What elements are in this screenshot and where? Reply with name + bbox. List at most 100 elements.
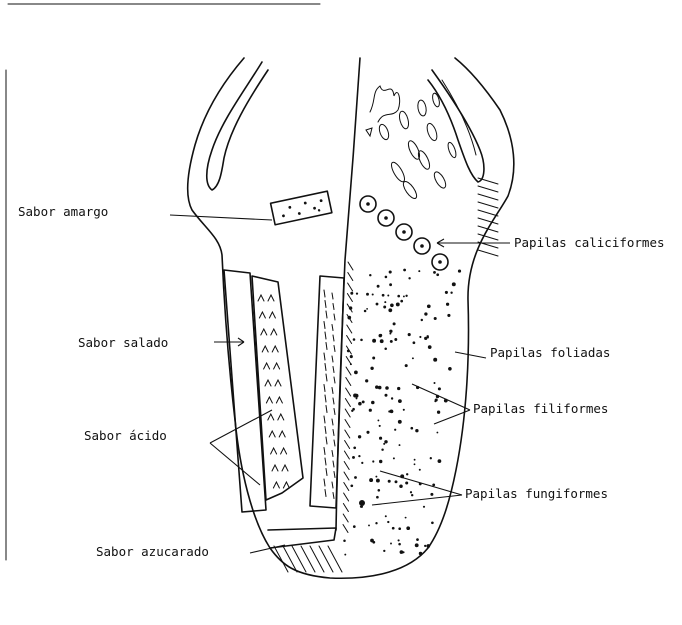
papilla-dot [406, 473, 408, 475]
azucarado-hatch-line [310, 546, 324, 572]
acido-mark [272, 465, 278, 471]
azucarado-hatch-line [301, 546, 315, 572]
papilla-dot [397, 295, 400, 298]
papilla-dot [378, 386, 382, 390]
papilla-dot [371, 401, 375, 405]
papilla-dot [379, 437, 382, 440]
papilla-dot [434, 317, 437, 320]
foliate-oval [446, 141, 457, 158]
caliciform-center [420, 244, 424, 248]
papilla-dot [383, 306, 386, 309]
papilla-dot [350, 484, 353, 487]
papilla-dot [447, 314, 450, 317]
left-flap-inner [207, 62, 268, 190]
papilla-dot [408, 333, 411, 336]
papilla-dot [376, 496, 379, 499]
papilla-dot [380, 334, 383, 337]
posterior-marker [366, 128, 372, 136]
papilla-dot [421, 319, 423, 321]
papilla-dot [403, 269, 406, 272]
acido-mark [264, 363, 270, 369]
papilla-dot [419, 552, 422, 555]
azucarado-hatch-line [274, 546, 288, 572]
papilla-dot [433, 271, 436, 274]
inner-hatch-line [325, 364, 326, 371]
papilla-dot [408, 277, 410, 279]
labels: Sabor amargo Sabor salado Sabor ácido Sa… [18, 204, 665, 559]
acido-mark [268, 295, 274, 301]
cut-dash [344, 462, 349, 470]
papilla-dot [412, 357, 414, 359]
papilla-dot [388, 410, 390, 412]
inner-hatch-line [334, 440, 335, 446]
azucarado-boundary [268, 528, 336, 548]
papilla-dot [372, 293, 374, 295]
papilla-dot [385, 394, 388, 397]
acido-mark [281, 448, 287, 454]
papilla-dot [424, 312, 427, 315]
papilla-dot [434, 400, 436, 402]
cut-dashes [343, 262, 353, 533]
inner-hatch-line [333, 461, 334, 467]
papilla-dot [368, 524, 370, 526]
papilla-dot [399, 444, 401, 446]
azucarado-hatch-line [319, 546, 333, 572]
cut-dash [348, 273, 353, 281]
papilla-dot [415, 543, 419, 547]
inner-hatch-line [332, 325, 333, 331]
papilla-dot [350, 363, 352, 365]
acido-mark [279, 431, 285, 437]
inner-hatch-line [334, 409, 335, 415]
inner-hatch-line [325, 458, 326, 465]
lateral-stria [478, 226, 498, 232]
label-papilas-foliadas: Papilas foliadas [490, 345, 610, 360]
papilla-dot [430, 493, 433, 496]
papilla-dot [372, 460, 374, 462]
papilla-dot [376, 303, 379, 306]
acido-mark [269, 312, 275, 318]
caliciform-center [366, 202, 370, 206]
papilla-dot [347, 350, 350, 353]
papillae-dot-field [343, 269, 461, 556]
cut-dash [346, 378, 351, 386]
inner-hatch-line [324, 385, 325, 392]
inner-hatch-line [324, 448, 325, 455]
acido-mark [269, 431, 275, 437]
acido-mark [265, 380, 271, 386]
papilla-dot [358, 435, 361, 438]
acido-mark [282, 465, 288, 471]
papilla-dot [437, 411, 440, 414]
foliate-oval [431, 92, 440, 107]
posterior-texture [370, 86, 400, 122]
papilla-dot [358, 455, 360, 457]
inner-hatch-line [326, 469, 327, 476]
papilla-dot [385, 515, 387, 517]
papilla-dot [438, 387, 441, 390]
papilla-dot [433, 358, 437, 362]
lateral-stria [478, 250, 498, 256]
cut-dash [347, 325, 352, 333]
label-sabor-amargo: Sabor amargo [18, 204, 108, 219]
papilla-dot [353, 525, 356, 528]
inner-hatch-line [325, 490, 326, 497]
papilla-dot [384, 347, 387, 350]
inner-hatch-line [332, 388, 333, 394]
cut-dash [346, 367, 351, 375]
foliate-oval [398, 110, 410, 129]
caliciform-papillae [360, 196, 448, 270]
papilla-dot [419, 469, 421, 471]
azucarado-hatch-line [292, 546, 306, 572]
papilla-dot [414, 463, 416, 465]
papilla-dot [385, 276, 388, 279]
inner-hatch-line [333, 335, 334, 341]
cut-dash [345, 430, 350, 438]
lateral-stria [478, 186, 498, 192]
cut-dash [343, 525, 348, 533]
papilla-dot [390, 340, 393, 343]
papilla-dot [399, 484, 403, 488]
azucarado-hatch-line [328, 546, 342, 572]
label-papilas-fungiformes: Papilas fungiformes [465, 486, 608, 501]
label-sabor-azucarado: Sabor azucarado [96, 544, 209, 559]
